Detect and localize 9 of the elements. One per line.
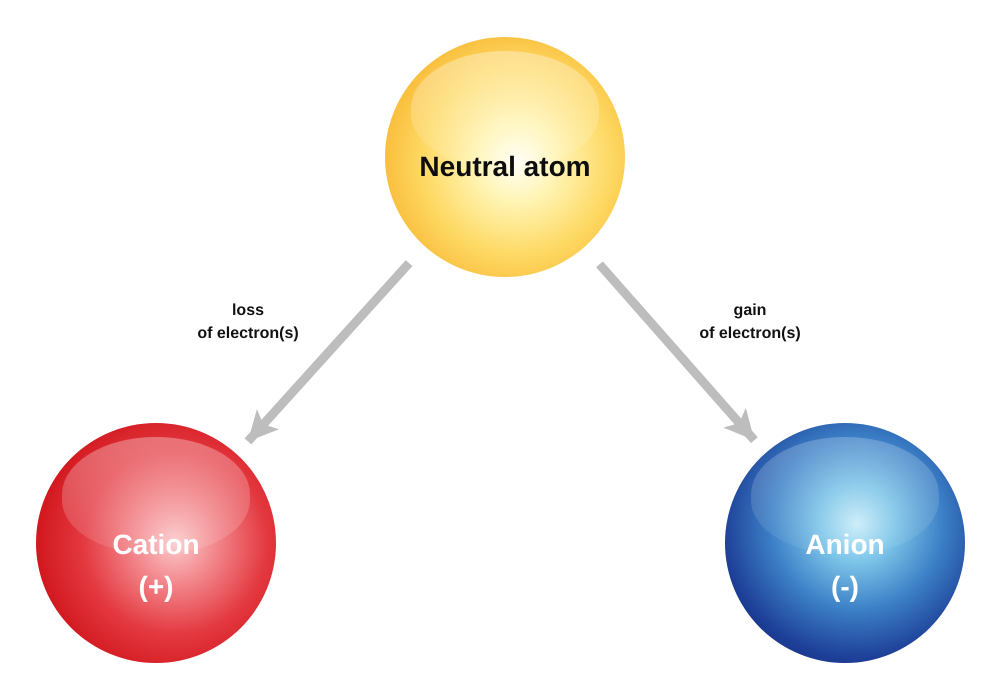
arrow [244,260,412,444]
edge-label: loss of electron(s) [197,301,299,344]
arrow [596,261,758,444]
node-label: (-) [831,570,859,604]
node-label: Cation [112,528,200,562]
node-label: Neutral atom [419,150,591,184]
node-label: Anion [805,528,885,562]
node-label: (+) [138,570,174,604]
edge-label: gain of electron(s) [699,301,801,344]
